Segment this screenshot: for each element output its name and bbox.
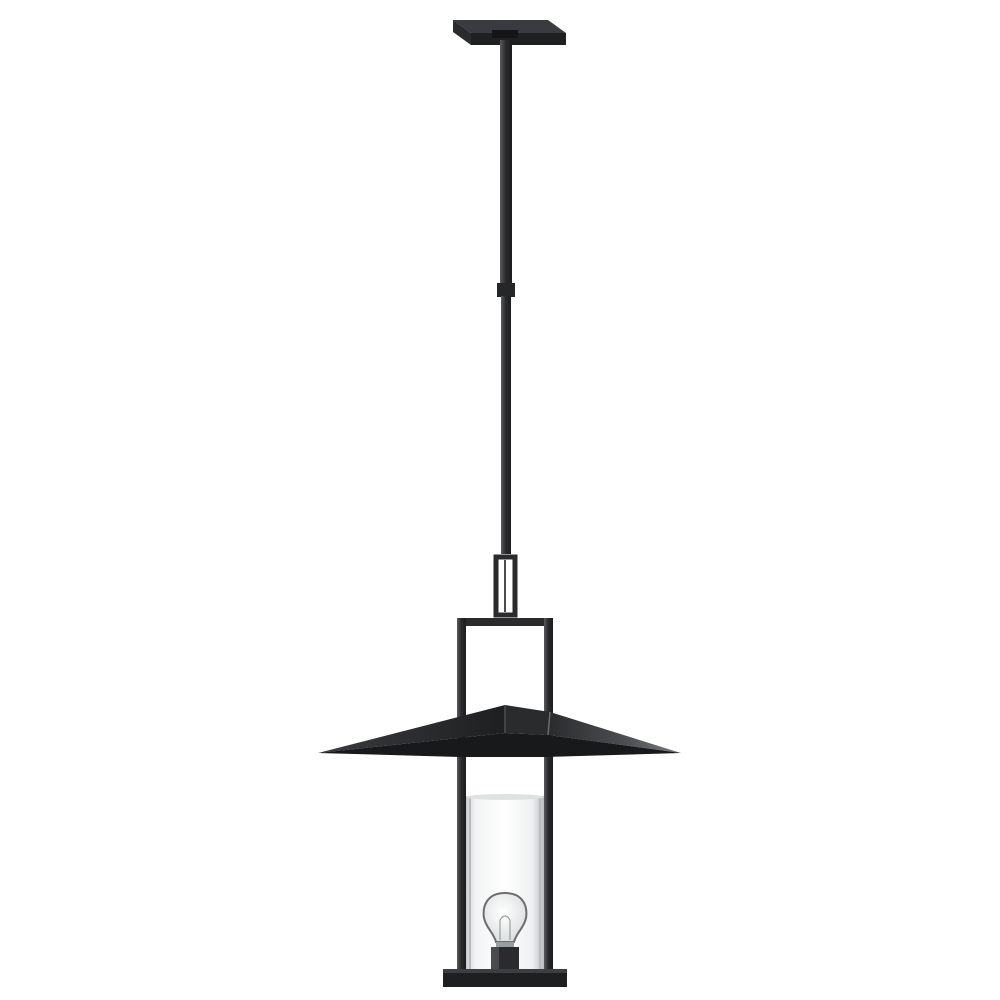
light-bulb bbox=[482, 891, 528, 948]
rod-coupling bbox=[497, 283, 515, 297]
lower-rod bbox=[501, 296, 511, 554]
bulb-socket bbox=[491, 947, 519, 973]
upper-rod bbox=[500, 40, 512, 285]
link-loop bbox=[493, 554, 518, 618]
ceiling-canopy bbox=[453, 20, 566, 45]
pyramid-shade bbox=[318, 705, 681, 757]
lantern-frame bbox=[457, 618, 553, 976]
lantern-base bbox=[443, 969, 567, 987]
